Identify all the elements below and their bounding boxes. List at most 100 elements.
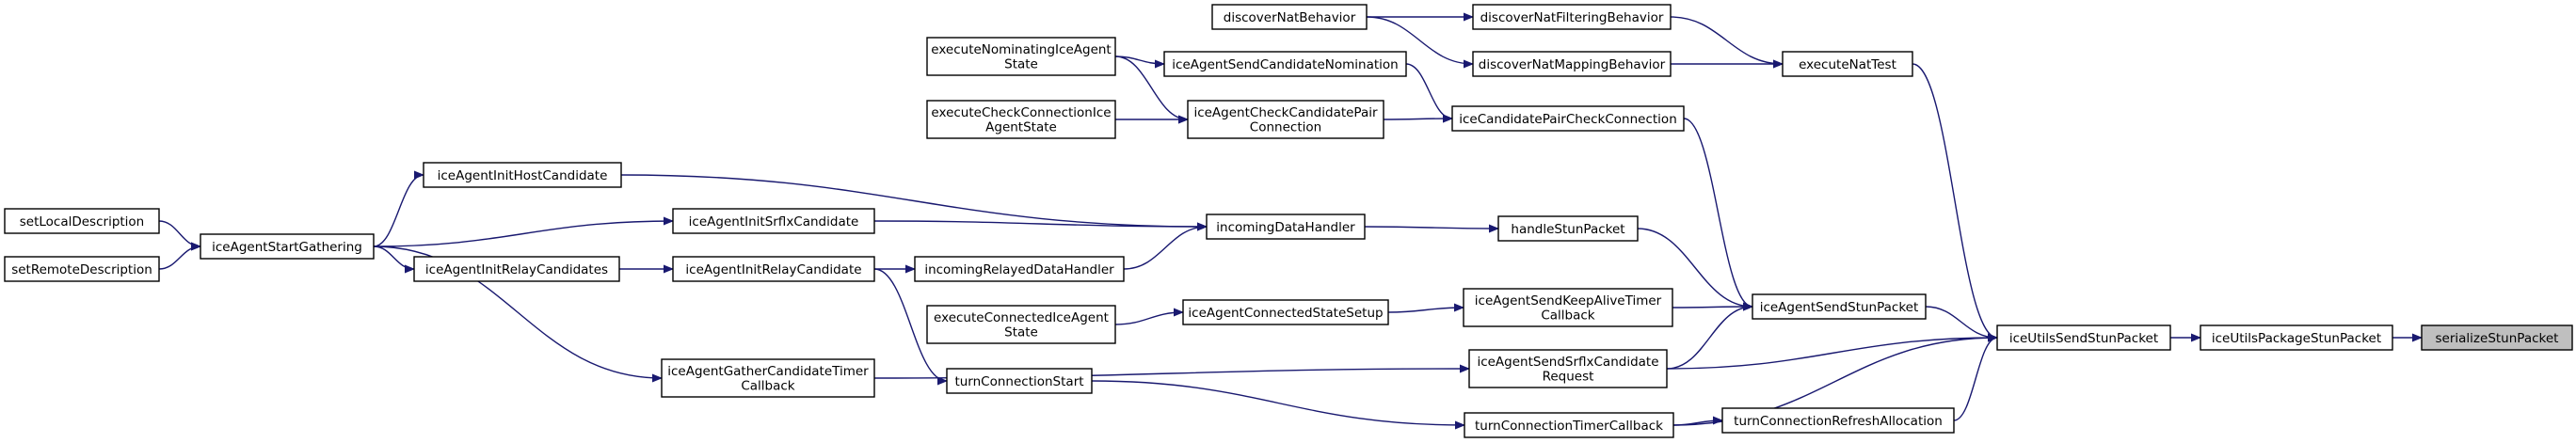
node-turn-connection-start[interactable]: turnConnectionStart xyxy=(946,368,1093,394)
edge-execute-connected-ice-agent-state-to-ice-agent-connected-state-setup xyxy=(1114,308,1184,325)
node-execute-nat-test[interactable]: executeNatTest xyxy=(1782,51,1913,77)
node-label: iceAgentSendStunPacket xyxy=(1760,300,1919,315)
edge-handle-stun-packet-to-ice-agent-send-stun-packet xyxy=(1637,228,1753,311)
node-ice-agent-init-relay-candidate[interactable]: iceAgentInitRelayCandidate xyxy=(672,256,875,282)
node-label: iceAgentStartGathering xyxy=(212,240,362,255)
edge-arrow xyxy=(1666,302,1753,370)
node-box xyxy=(4,208,160,234)
edge-ice-agent-start-gathering-to-ice-agent-gather-candidate-timer-callback xyxy=(373,245,663,383)
node-label: iceAgentInitSrflxCandidate xyxy=(689,214,859,229)
node-label: turnConnectionTimerCallback xyxy=(1475,419,1663,434)
edge-arrow xyxy=(1405,63,1453,123)
node-label: Callback xyxy=(741,379,794,394)
node-ice-agent-init-host-candidate[interactable]: iceAgentInitHostCandidate xyxy=(423,162,622,188)
node-label: turnConnectionRefreshAllocation xyxy=(1734,414,1943,429)
node-set-remote-description[interactable]: setRemoteDescription xyxy=(4,256,160,282)
node-ice-utils-package-stun-packet[interactable]: iceUtilsPackageStunPacket xyxy=(2200,324,2393,351)
edge-arrow xyxy=(1091,380,1465,430)
edge-arrow xyxy=(1114,55,1189,124)
node-box xyxy=(946,368,1093,394)
node-label: Connection xyxy=(1250,120,1321,135)
node-box xyxy=(423,162,622,188)
node-discover-nat-mapping-behavior[interactable]: discoverNatMappingBehavior xyxy=(1472,51,1672,77)
node-box xyxy=(661,358,875,398)
edge-arrow xyxy=(1672,416,1723,426)
edge-arrow xyxy=(1953,333,1998,421)
node-label: iceUtilsSendStunPacket xyxy=(2009,331,2158,346)
edge-ice-agent-start-gathering-to-ice-agent-init-host-candidate xyxy=(373,170,424,247)
node-label: handleStunPacket xyxy=(1511,222,1624,237)
node-box xyxy=(926,100,1116,139)
node-label: incomingDataHandler xyxy=(1216,220,1355,235)
node-label: Request xyxy=(1543,370,1594,385)
node-label: AgentState xyxy=(985,120,1057,135)
node-box xyxy=(914,256,1125,282)
node-label: State xyxy=(1004,57,1038,72)
node-discover-nat-behavior[interactable]: discoverNatBehavior xyxy=(1211,4,1368,30)
edge-arrow xyxy=(373,216,674,247)
node-set-local-description[interactable]: setLocalDescription xyxy=(4,208,160,234)
node-handle-stun-packet[interactable]: handleStunPacket xyxy=(1497,215,1639,242)
node-box xyxy=(1497,215,1639,242)
node-serialize-stun-packet[interactable]: serializeStunPacket xyxy=(2421,324,2573,351)
node-discover-nat-filtering-behavior[interactable]: discoverNatFilteringBehavior xyxy=(1472,4,1672,30)
node-box xyxy=(926,37,1116,76)
node-ice-agent-send-stun-packet[interactable]: iceAgentSendStunPacket xyxy=(1752,293,1927,320)
node-incoming-data-handler[interactable]: incomingDataHandler xyxy=(1206,214,1366,240)
edge-discover-nat-behavior-to-discover-nat-mapping-behavior xyxy=(1366,16,1474,69)
node-label: Callback xyxy=(1541,309,1594,324)
node-label: discoverNatFilteringBehavior xyxy=(1480,10,1664,25)
node-label: iceUtilsPackageStunPacket xyxy=(2212,331,2381,346)
node-box xyxy=(672,208,875,234)
edge-ice-agent-send-candidate-nomination-to-ice-candidate-pair-check-connection xyxy=(1405,63,1453,123)
edge-discover-nat-filtering-behavior-to-execute-nat-test xyxy=(1670,16,1784,69)
node-box xyxy=(1996,324,2171,351)
node-box xyxy=(926,305,1116,344)
edge-arrow xyxy=(373,245,663,383)
node-ice-agent-send-candidate-nomination[interactable]: iceAgentSendCandidateNomination xyxy=(1163,51,1407,77)
node-ice-agent-init-srflx-candidate[interactable]: iceAgentInitSrflxCandidate xyxy=(672,208,875,234)
node-box xyxy=(1463,288,1673,327)
node-turn-connection-timer-callback[interactable]: turnConnectionTimerCallback xyxy=(1464,412,1674,438)
node-ice-agent-start-gathering[interactable]: iceAgentStartGathering xyxy=(200,233,375,260)
node-incoming-relayed-data-handler[interactable]: incomingRelayedDataHandler xyxy=(914,256,1125,282)
node-label: iceAgentSendKeepAliveTimer xyxy=(1475,293,1662,309)
node-box xyxy=(1206,214,1366,240)
edge-incoming-data-handler-to-handle-stun-packet xyxy=(1364,224,1499,233)
edge-ice-agent-connected-state-setup-to-ice-agent-send-keep-alive-timer-callback xyxy=(1387,303,1464,313)
node-ice-agent-connected-state-setup[interactable]: iceAgentConnectedStateSetup xyxy=(1182,299,1389,325)
node-label: executeNominatingIceAgent xyxy=(931,42,1111,57)
node-label: iceAgentSendSrflxCandidate xyxy=(1477,355,1658,370)
edge-turn-connection-refresh-allocation-to-ice-utils-send-stun-packet xyxy=(1953,333,1998,421)
node-turn-connection-refresh-allocation[interactable]: turnConnectionRefreshAllocation xyxy=(1721,407,1955,434)
node-label: State xyxy=(1004,325,1038,340)
node-label: executeCheckConnectionIce xyxy=(931,105,1111,120)
node-box xyxy=(1782,51,1913,77)
edge-set-remote-description-to-ice-agent-start-gathering xyxy=(158,242,201,270)
node-box xyxy=(1451,105,1685,132)
node-box xyxy=(1721,407,1955,434)
node-label: executeNatTest xyxy=(1799,57,1896,72)
node-label: setLocalDescription xyxy=(20,214,145,229)
edge-arrow xyxy=(873,268,948,386)
node-ice-agent-init-relay-candidates[interactable]: iceAgentInitRelayCandidates xyxy=(413,256,620,282)
edge-arrow xyxy=(1123,222,1208,270)
edge-arrow xyxy=(1670,16,1784,69)
edge-arrow xyxy=(373,170,424,247)
edge-ice-agent-init-host-candidate-to-incoming-data-handler xyxy=(620,174,1208,231)
edge-ice-agent-send-stun-packet-to-ice-utils-send-stun-packet xyxy=(1925,306,1998,342)
node-box xyxy=(413,256,620,282)
node-label: serializeStunPacket xyxy=(2436,331,2559,346)
node-ice-candidate-pair-check-connection[interactable]: iceCandidatePairCheckConnection xyxy=(1451,105,1685,132)
edge-arrow xyxy=(1637,228,1753,311)
node-box xyxy=(2421,324,2573,351)
node-ice-utils-send-stun-packet[interactable]: iceUtilsSendStunPacket xyxy=(1996,324,2171,351)
node-label: iceAgentGatherCandidateTimer xyxy=(667,364,869,379)
